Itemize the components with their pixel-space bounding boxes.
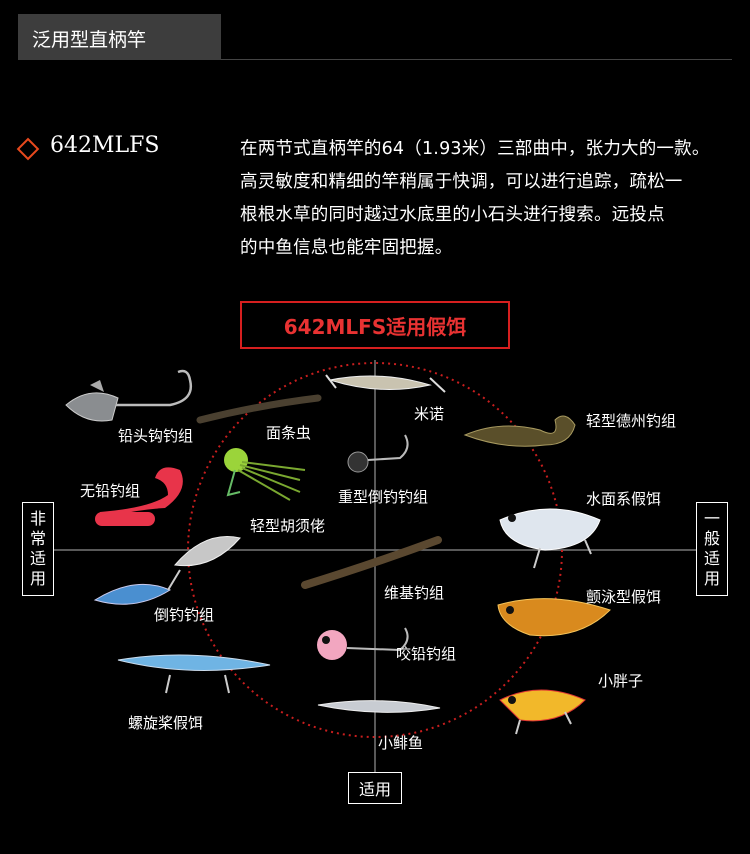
section-header: 泛用型直柄竿 (18, 14, 221, 60)
lure-section-title: 642MLFS适用假饵 (283, 314, 467, 339)
description-line: 根根水草的同时越过水底里的小石头进行搜索。远投点 (240, 205, 665, 225)
axis-char: 一 (703, 509, 720, 528)
lure-label: 维基钓组 (384, 584, 445, 602)
lure-label: 颤泳型假饵 (586, 588, 662, 606)
spinner-lure-icon (93, 536, 241, 605)
description-line: 高灵敏度和精细的竿稍属于快调，可以进行追踪，疏松一 (240, 172, 683, 192)
lure-title-box: 642MLFS适用假饵 (240, 301, 510, 349)
description-line: 在两节式直柄竿的64（1.93米）三部曲中，张力大的一款。 (240, 139, 710, 159)
wacky-worm-lure-icon (301, 536, 442, 589)
no-sinker-lure-icon (95, 467, 183, 526)
noodle-worm-lure-icon (196, 394, 322, 424)
suitability-circle (187, 362, 563, 738)
lure-label: 铅头钩钓组 (118, 427, 194, 445)
lure-label: 小鲱鱼 (378, 734, 424, 752)
lure-label: 轻型德州钓组 (586, 412, 677, 430)
prop-bait-lure-icon (117, 654, 271, 694)
header-divider (221, 59, 732, 60)
axis-char: 非 (29, 509, 46, 528)
heavy-drop-shot-lure-icon (347, 434, 409, 473)
lure-label: 咬铅钓组 (396, 645, 457, 663)
axis-label-generally-suitable: 一 般 适 用 (696, 502, 728, 596)
axis-char: 适 (29, 549, 46, 568)
minnow-lure-icon (325, 374, 446, 393)
axis-char: 常 (29, 529, 46, 548)
axis-char: 适 (703, 549, 720, 568)
axis-char: 般 (703, 529, 720, 548)
lure-label: 水面系假饵 (586, 490, 662, 508)
jig-head-lure-icon (65, 369, 193, 422)
section-title: 泛用型直柄竿 (32, 29, 147, 51)
lure-label: 米诺 (414, 405, 445, 423)
description-line: 的中鱼信息也能牢固把握。 (240, 238, 453, 258)
lure-label: 小胖子 (598, 672, 644, 690)
skirt-jig-lure-icon (224, 448, 306, 501)
texas-rig-lure-icon (463, 415, 576, 447)
axis-label-suitable: 适用 (348, 772, 402, 804)
model-description: 在两节式直柄竿的64（1.93米）三部曲中，张力大的一款。 高灵敏度和精细的竿稍… (240, 133, 740, 265)
surface-lure-icon (499, 508, 601, 569)
axis-char: 用 (29, 569, 46, 588)
lure-label: 无铅钓组 (80, 482, 141, 500)
lure-label: 轻型胡须佬 (250, 517, 326, 535)
bite-jig-lure-icon (317, 627, 409, 660)
small-minnow-lure-icon (317, 700, 441, 713)
lure-label: 重型倒钓钓组 (338, 488, 429, 506)
model-name: 642MLFS (50, 133, 160, 158)
axis-char: 用 (703, 569, 720, 588)
lure-label: 倒钓钓组 (154, 606, 215, 624)
vibration-lure-icon (497, 598, 611, 637)
axis-label-very-suitable: 非 常 适 用 (22, 502, 54, 596)
lure-label: 面条虫 (266, 424, 312, 442)
crankbait-lure-icon (499, 689, 586, 735)
lure-label: 螺旋桨假饵 (128, 714, 204, 732)
